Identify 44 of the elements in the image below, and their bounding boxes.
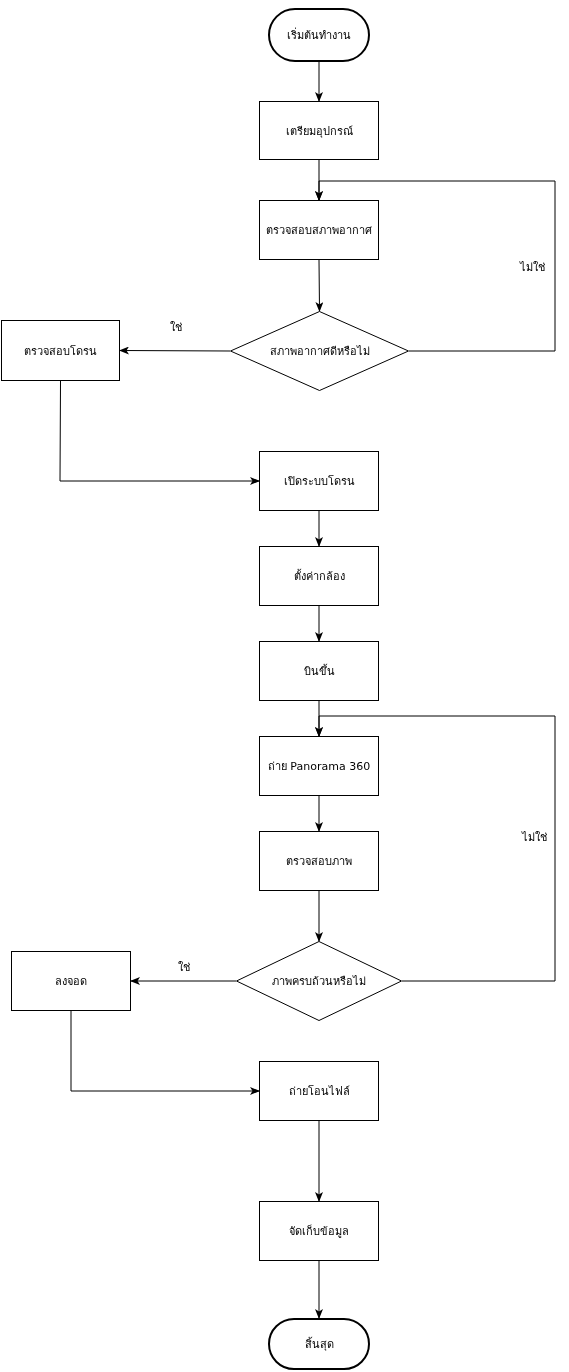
node-label: เริ่มต้นทำงาน (287, 26, 351, 44)
node-label: จัดเก็บข้อมูล (289, 1223, 349, 1240)
node-label: ลงจอด (55, 974, 87, 990)
process-box (259, 1061, 379, 1121)
process-box (259, 101, 379, 160)
process-box (259, 200, 379, 260)
arrow (315, 890, 323, 942)
process-box (259, 451, 379, 511)
process-box (1, 320, 120, 381)
arrow (315, 605, 323, 642)
node-label: ตั้งค่ากล้อง (293, 568, 345, 585)
node-label: สภาพอากาศดีหรือไม่ (269, 344, 370, 360)
node-label: ถ่ายโอนไฟล์ (288, 1084, 350, 1100)
node-label: ตรวจสอบภาพ (286, 854, 352, 870)
node-label: ตรวจสอบโดรน (24, 343, 97, 360)
node-label: ตรวจสอบสภาพอากาศ (266, 223, 372, 239)
arrow (59, 380, 260, 485)
process-box (259, 641, 379, 701)
process-box (259, 736, 379, 796)
edge-label: ใช่ (170, 320, 182, 336)
node-label: เตรียมอุปกรณ์ (285, 123, 353, 140)
edge-label: ไม่ใช่ (522, 830, 547, 846)
arrow (130, 977, 237, 985)
arrow (315, 715, 556, 982)
node-label: เปิดระบบโดรน (283, 474, 355, 490)
node-label: ภาพครบถ้วนหรือไม่ (272, 974, 366, 990)
arrow (315, 1260, 323, 1319)
node-label: ถ่าย Panorama 360 (267, 759, 371, 775)
arrow (315, 795, 323, 832)
arrow (315, 61, 323, 102)
node-label: สิ้นสุด (304, 1336, 334, 1353)
edge-label: ใช่ (178, 960, 190, 976)
arrow (119, 346, 231, 355)
arrow (315, 180, 556, 352)
arrow (315, 510, 323, 547)
node-label: บินขึ้น (303, 663, 335, 680)
process-box (259, 546, 379, 606)
arrow (70, 1010, 260, 1095)
arrow (315, 259, 324, 312)
arrow (315, 1120, 323, 1202)
process-box (11, 951, 131, 1011)
edge-label: ไม่ใช่ (520, 260, 545, 276)
process-box (259, 1201, 379, 1261)
process-box (259, 831, 379, 891)
